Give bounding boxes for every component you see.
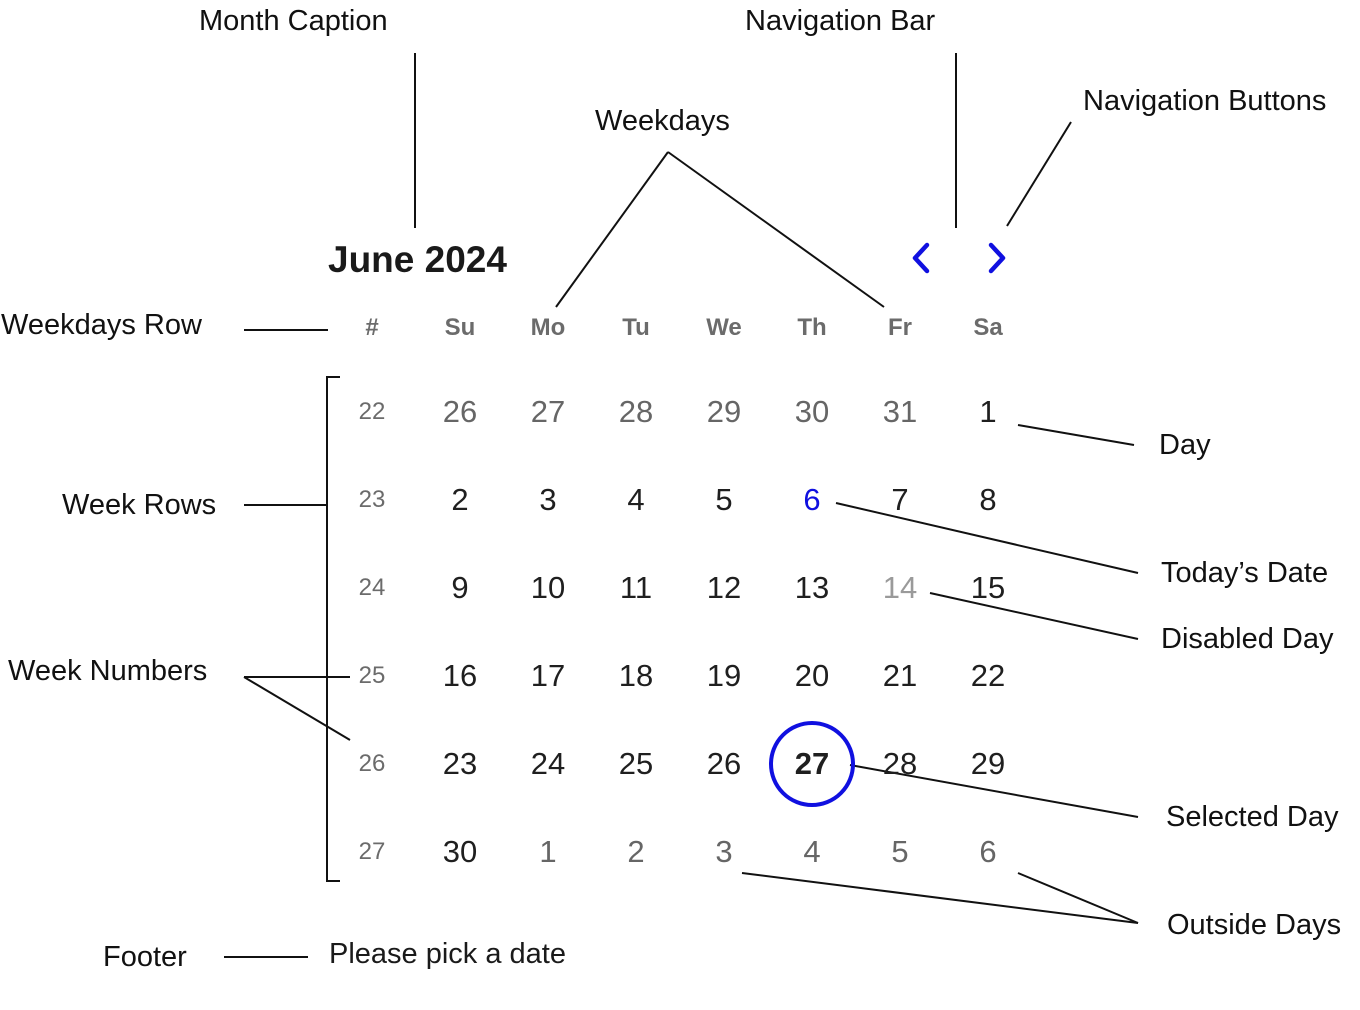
day-cell[interactable]: 3 xyxy=(539,482,557,517)
chevron-right-icon xyxy=(988,242,1006,274)
week-number: 25 xyxy=(358,662,386,689)
day-cell[interactable]: 16 xyxy=(442,658,478,693)
annotation-week-numbers: Week Numbers xyxy=(8,655,208,687)
weekday-fr: Fr xyxy=(888,314,912,341)
day-cell[interactable]: 17 xyxy=(530,658,566,693)
week-number-header: # xyxy=(365,314,379,341)
calendar-footer: Please pick a date xyxy=(329,938,566,970)
day-cell[interactable]: 4 xyxy=(627,482,645,517)
day-cell[interactable]: 13 xyxy=(794,570,830,605)
week-rows-bracket xyxy=(326,376,340,882)
weekday-su: Su xyxy=(444,314,476,341)
outside-day[interactable]: 2 xyxy=(627,834,645,869)
week-number: 24 xyxy=(358,574,386,601)
leader-navigation-buttons xyxy=(1006,121,1072,227)
day-cell[interactable]: 12 xyxy=(706,570,742,605)
next-month-button[interactable] xyxy=(976,238,1016,278)
weekday-sa: Sa xyxy=(973,314,1003,341)
selected-day[interactable]: 27 xyxy=(768,720,856,808)
leader-weekdays-mo xyxy=(555,151,669,308)
leader-outside-days-3 xyxy=(741,872,1139,924)
weekday-mo: Mo xyxy=(530,314,566,341)
annotation-navigation-buttons: Navigation Buttons xyxy=(1083,85,1327,117)
outside-day[interactable]: 3 xyxy=(715,834,733,869)
day-cell[interactable]: 9 xyxy=(451,570,469,605)
weekday-tu: Tu xyxy=(622,314,650,341)
day-cell[interactable]: 8 xyxy=(979,482,997,517)
day-cell[interactable]: 11 xyxy=(619,570,653,605)
day-cell[interactable]: 30 xyxy=(442,834,478,869)
day-cell[interactable]: 23 xyxy=(442,746,478,781)
leader-todays-date xyxy=(835,502,1139,574)
outside-day[interactable]: 5 xyxy=(891,834,909,869)
week-number: 23 xyxy=(358,486,386,513)
outside-day[interactable]: 29 xyxy=(706,394,742,429)
outside-day[interactable]: 30 xyxy=(794,394,830,429)
weekday-we: We xyxy=(706,314,742,341)
week-number: 27 xyxy=(358,838,386,865)
day-cell[interactable]: 18 xyxy=(618,658,654,693)
outside-day[interactable]: 4 xyxy=(803,834,821,869)
day-cell[interactable]: 19 xyxy=(706,658,742,693)
month-caption: June 2024 xyxy=(328,239,507,280)
disabled-day: 14 xyxy=(882,570,918,605)
annotation-disabled-day: Disabled Day xyxy=(1161,623,1334,655)
annotation-outside-days: Outside Days xyxy=(1167,909,1342,941)
day-cell[interactable]: 2 xyxy=(451,482,469,517)
week-number: 26 xyxy=(358,750,386,777)
today-day[interactable]: 6 xyxy=(803,482,821,517)
day-cell[interactable]: 24 xyxy=(530,746,566,781)
annotation-weekdays: Weekdays xyxy=(595,105,730,137)
leader-week-numbers-26 xyxy=(243,676,351,741)
leader-weekdays-fr xyxy=(667,151,885,308)
outside-day[interactable]: 26 xyxy=(442,394,478,429)
day-cell[interactable]: 29 xyxy=(970,746,1006,781)
annotation-month-caption: Month Caption xyxy=(199,5,388,37)
day-cell[interactable]: 7 xyxy=(891,482,909,517)
day-cell[interactable]: 26 xyxy=(706,746,742,781)
annotation-footer: Footer xyxy=(103,941,187,973)
annotation-week-rows: Week Rows xyxy=(62,489,217,521)
annotation-todays-date: Today’s Date xyxy=(1161,557,1329,589)
annotation-weekdays-row: Weekdays Row xyxy=(1,309,202,341)
day-cell[interactable]: 22 xyxy=(970,658,1006,693)
annotation-navigation-bar: Navigation Bar xyxy=(745,5,936,37)
previous-month-button[interactable] xyxy=(902,238,942,278)
leader-selected-day xyxy=(849,764,1139,818)
day-cell[interactable]: 20 xyxy=(794,658,830,693)
outside-day[interactable]: 6 xyxy=(979,834,997,869)
chevron-left-icon xyxy=(912,242,930,274)
leader-outside-days-6 xyxy=(1017,872,1139,924)
day-cell[interactable]: 28 xyxy=(882,746,918,781)
day-cell[interactable]: 10 xyxy=(530,570,566,605)
leader-day xyxy=(1017,424,1135,446)
day-cell[interactable]: 25 xyxy=(618,746,654,781)
annotation-day: Day xyxy=(1159,429,1211,461)
outside-day[interactable]: 1 xyxy=(539,834,557,869)
week-number: 22 xyxy=(358,398,386,425)
day-cell[interactable]: 15 xyxy=(970,570,1006,605)
annotation-selected-day: Selected Day xyxy=(1166,801,1339,833)
day-cell[interactable]: 1 xyxy=(979,394,997,429)
outside-day[interactable]: 27 xyxy=(530,394,566,429)
day-cell[interactable]: 5 xyxy=(715,482,733,517)
leader-disabled-day xyxy=(929,592,1139,640)
outside-day[interactable]: 31 xyxy=(882,394,918,429)
outside-day[interactable]: 28 xyxy=(618,394,654,429)
day-cell[interactable]: 21 xyxy=(882,658,918,693)
weekday-th: Th xyxy=(797,314,827,341)
